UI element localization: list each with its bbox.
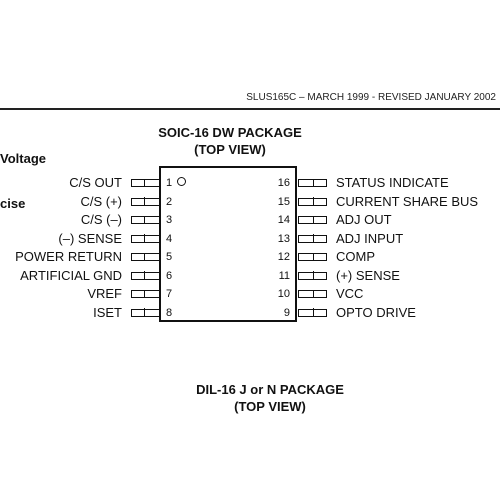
pin-label: ADJ OUT <box>336 212 392 227</box>
header-rule <box>0 108 500 110</box>
pin-label: C/S (+) <box>80 193 122 209</box>
pin-label: C/S (–) <box>80 212 122 227</box>
soic-package-title: SOIC-16 DW PACKAGE (TOP VIEW) <box>130 124 330 158</box>
pin-number: 10 <box>277 288 290 300</box>
pin-label: COMP <box>336 249 375 264</box>
pin-row-right: OPTO DRIVE 9 <box>0 304 500 322</box>
pin-lead <box>131 289 160 298</box>
pin-lead <box>298 289 327 298</box>
pin-row-left: C/S OUT 1 <box>0 174 500 192</box>
pin-row-left: ISET 8 <box>0 304 500 322</box>
pin-label: STATUS INDICATE <box>336 175 449 190</box>
pin-row-left: C/S (–) 3 <box>0 211 500 229</box>
pin-row-right: COMP 12 <box>0 248 500 266</box>
pin-number: 14 <box>277 214 290 226</box>
cropped-heading-fragment: Voltage <box>0 151 46 166</box>
pin-number: 7 <box>166 288 173 300</box>
pin-lead <box>298 234 327 243</box>
pin-label: (–) SENSE <box>58 230 122 246</box>
pin-number: 9 <box>283 306 290 319</box>
pin-row-right: STATUS INDICATE 16 <box>0 174 500 192</box>
pin-number: 2 <box>166 195 173 208</box>
pin-label: ADJ INPUT <box>336 230 404 246</box>
soic-subtitle-text: (TOP VIEW) <box>194 142 266 157</box>
pin-label: (+) SENSE <box>336 267 400 283</box>
pin-lead <box>131 197 160 206</box>
pin-lead <box>131 215 160 224</box>
pin-label: CURRENT SHARE BUS <box>336 193 479 209</box>
pin-lead <box>298 271 327 280</box>
cropped-text-fragment: cise <box>0 196 26 211</box>
pin-lead <box>131 178 160 187</box>
pin-number: 13 <box>277 232 290 245</box>
ic-package-body <box>159 166 297 322</box>
pin-row-left: ARTIFICIAL GND 6 <box>0 267 500 285</box>
pin-lead <box>131 234 160 243</box>
pin-label: VCC <box>336 286 364 301</box>
pin-number: 12 <box>277 251 290 263</box>
pin1-indicator-icon <box>177 177 186 186</box>
dil-package-title: DIL-16 J or N PACKAGE (TOP VIEW) <box>170 381 370 415</box>
document-id: SLUS165C – MARCH 1999 - REVISED JANUARY … <box>246 92 496 103</box>
pin-lead <box>131 271 160 280</box>
pin-label: POWER RETURN <box>15 249 122 264</box>
pin-number: 8 <box>166 306 173 319</box>
pin-lead <box>298 308 327 317</box>
pin-number: 3 <box>166 214 173 226</box>
pin-row-right: ADJ INPUT 13 <box>0 230 500 248</box>
pin-number: 11 <box>278 269 290 282</box>
pin-row-right: ADJ OUT 14 <box>0 211 500 229</box>
pin-lead <box>298 215 327 224</box>
pin-label: C/S OUT <box>69 175 122 190</box>
pin-row-right: VCC 10 <box>0 285 500 303</box>
pin-lead <box>298 252 327 261</box>
pin-lead <box>131 252 160 261</box>
pin-lead <box>298 197 327 206</box>
pin-row-right: (+) SENSE 11 <box>0 267 500 285</box>
pin-row-right: CURRENT SHARE BUS 15 <box>0 193 500 211</box>
pin-lead <box>298 178 327 187</box>
soic-title-text: SOIC-16 DW PACKAGE <box>158 125 302 140</box>
pin-number: 15 <box>277 195 290 208</box>
pin-row-left: POWER RETURN 5 <box>0 248 500 266</box>
pin-number: 16 <box>277 177 290 189</box>
pin-number: 1 <box>166 177 173 189</box>
pin-row-left: VREF 7 <box>0 285 500 303</box>
pin-number: 5 <box>166 251 173 263</box>
pin-label: VREF <box>87 286 122 301</box>
dil-subtitle-text: (TOP VIEW) <box>234 399 306 414</box>
pin-lead <box>131 308 160 317</box>
dil-title-text: DIL-16 J or N PACKAGE <box>196 382 344 397</box>
pin-label: ISET <box>93 304 122 320</box>
pin-row-left: (–) SENSE 4 <box>0 230 500 248</box>
pin-number: 4 <box>166 232 173 245</box>
pin-row-left: C/S (+) 2 <box>0 193 500 211</box>
pin-number: 6 <box>166 269 173 282</box>
pin-label: ARTIFICIAL GND <box>20 267 122 283</box>
pin-label: OPTO DRIVE <box>336 304 416 320</box>
